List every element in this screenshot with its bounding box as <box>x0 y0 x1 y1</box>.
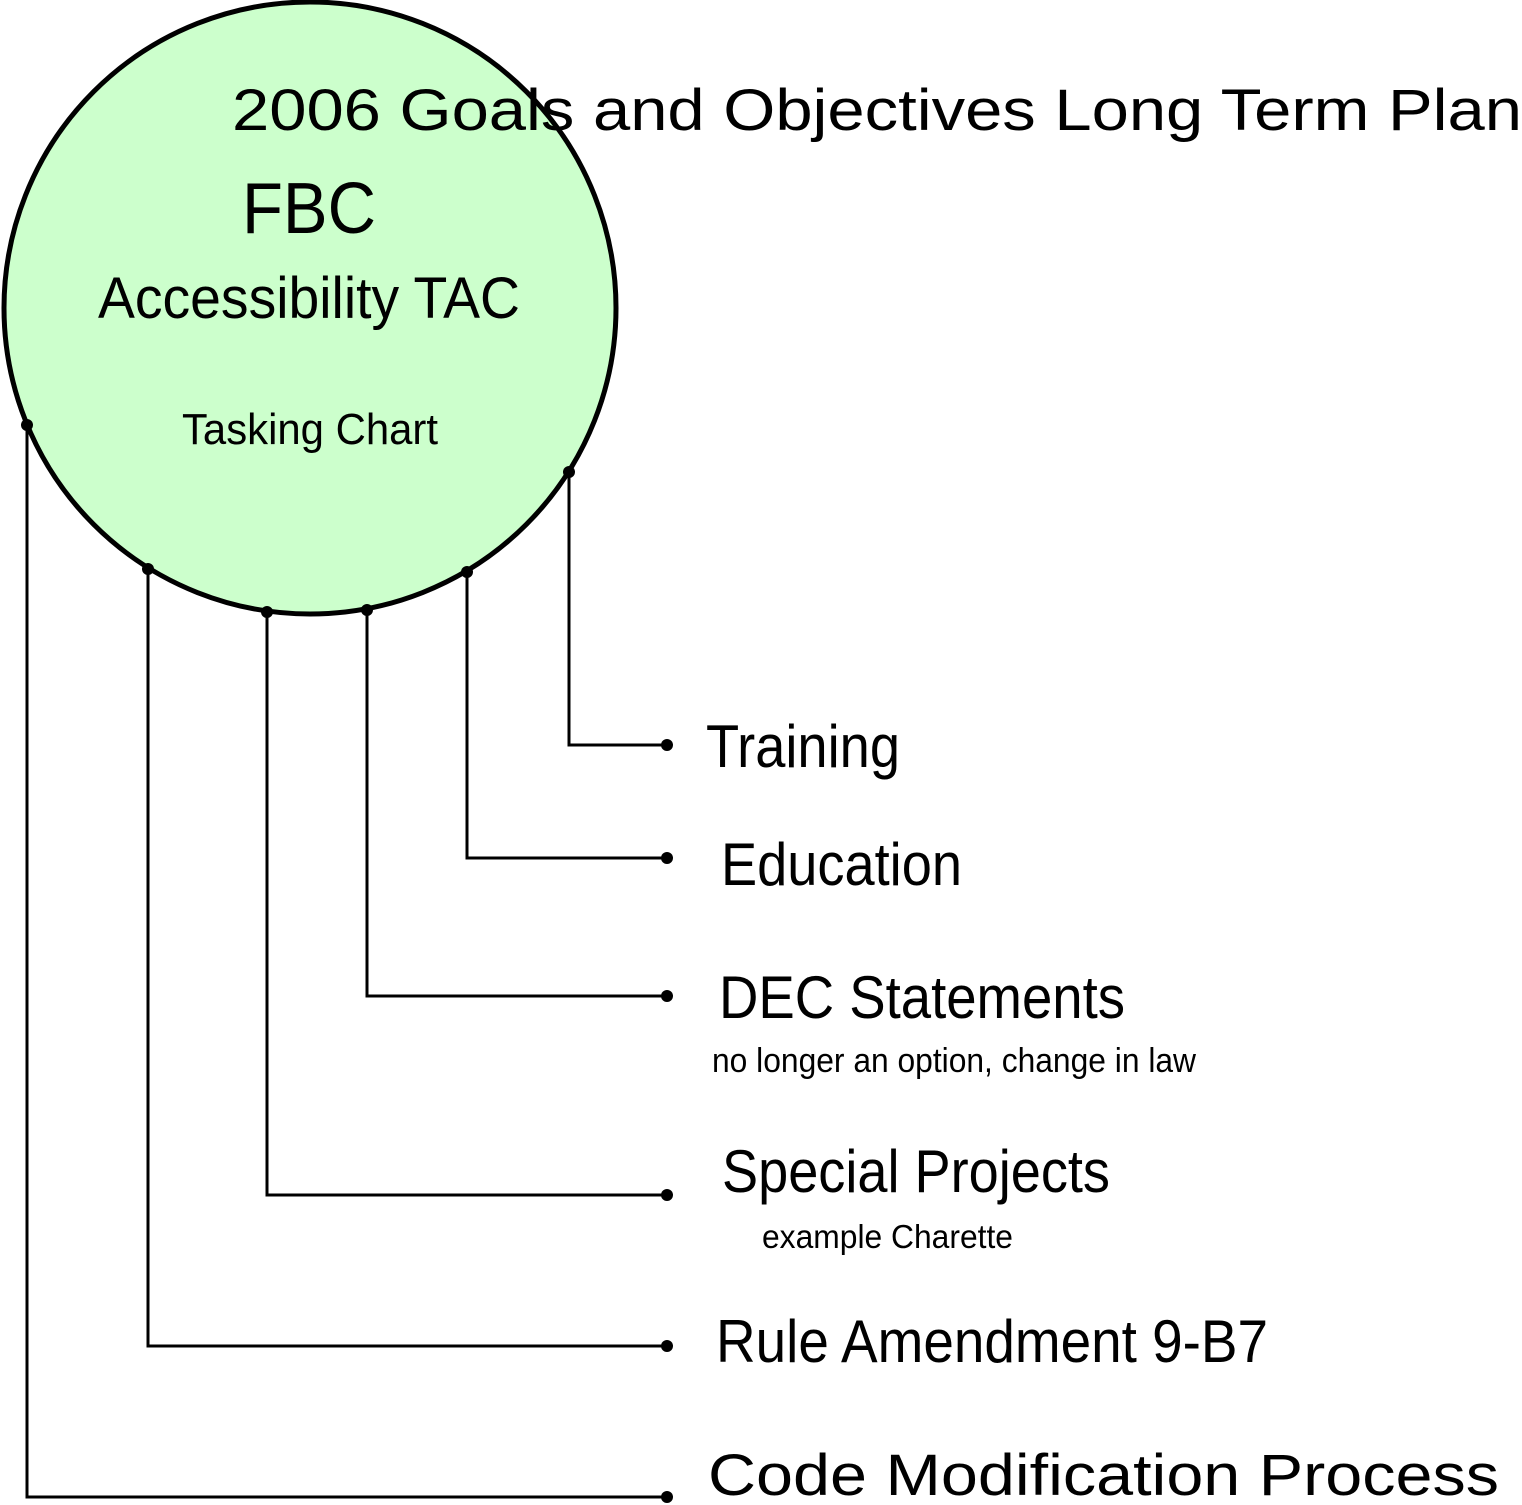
connector-dot-start-dec-statements <box>361 604 373 616</box>
connector-dot-start-training <box>563 466 575 478</box>
diagram-title: 2006 Goals and Objectives Long Term Plan <box>232 78 1522 143</box>
hub-subtitle: Tasking Chart <box>182 405 438 454</box>
connector-line-education <box>465 572 667 860</box>
connector-line-rule-amendment <box>146 569 667 1348</box>
connector-line-training <box>567 472 667 747</box>
hub-committee: Accessibility TAC <box>98 266 520 331</box>
task-note-special-projects: example Charette <box>762 1218 1013 1255</box>
connector-dot-end-special-projects <box>661 1189 673 1201</box>
connector-dot-start-rule-amendment <box>142 563 154 575</box>
task-label-education: Education <box>721 831 962 898</box>
connector-line-special-projects <box>265 612 667 1197</box>
task-label-code-modification: Code Modification Process <box>708 1443 1499 1505</box>
task-label-special-projects: Special Projects <box>722 1138 1110 1205</box>
task-label-dec-statements: DEC Statements <box>719 964 1125 1031</box>
task-note-dec-statements: no longer an option, change in law <box>712 1042 1196 1080</box>
task-label-training: Training <box>706 713 900 780</box>
connector-dot-start-education <box>461 566 473 578</box>
connector-dot-end-rule-amendment <box>661 1340 673 1352</box>
connector-dot-start-special-projects <box>261 606 273 618</box>
connector-dot-start-code-modification <box>21 419 33 431</box>
task-label-rule-amendment: Rule Amendment 9-B7 <box>716 1308 1268 1375</box>
connector-line-code-modification <box>25 425 667 1499</box>
hub-org: FBC <box>242 169 376 249</box>
hub-circle <box>1 0 619 617</box>
connector-dot-end-training <box>661 739 673 751</box>
connector-line-dec-statements <box>365 610 667 998</box>
connector-dot-end-code-modification <box>661 1491 673 1503</box>
connectors <box>21 419 673 1503</box>
connector-dot-end-dec-statements <box>661 990 673 1002</box>
connector-dot-end-education <box>661 852 673 864</box>
